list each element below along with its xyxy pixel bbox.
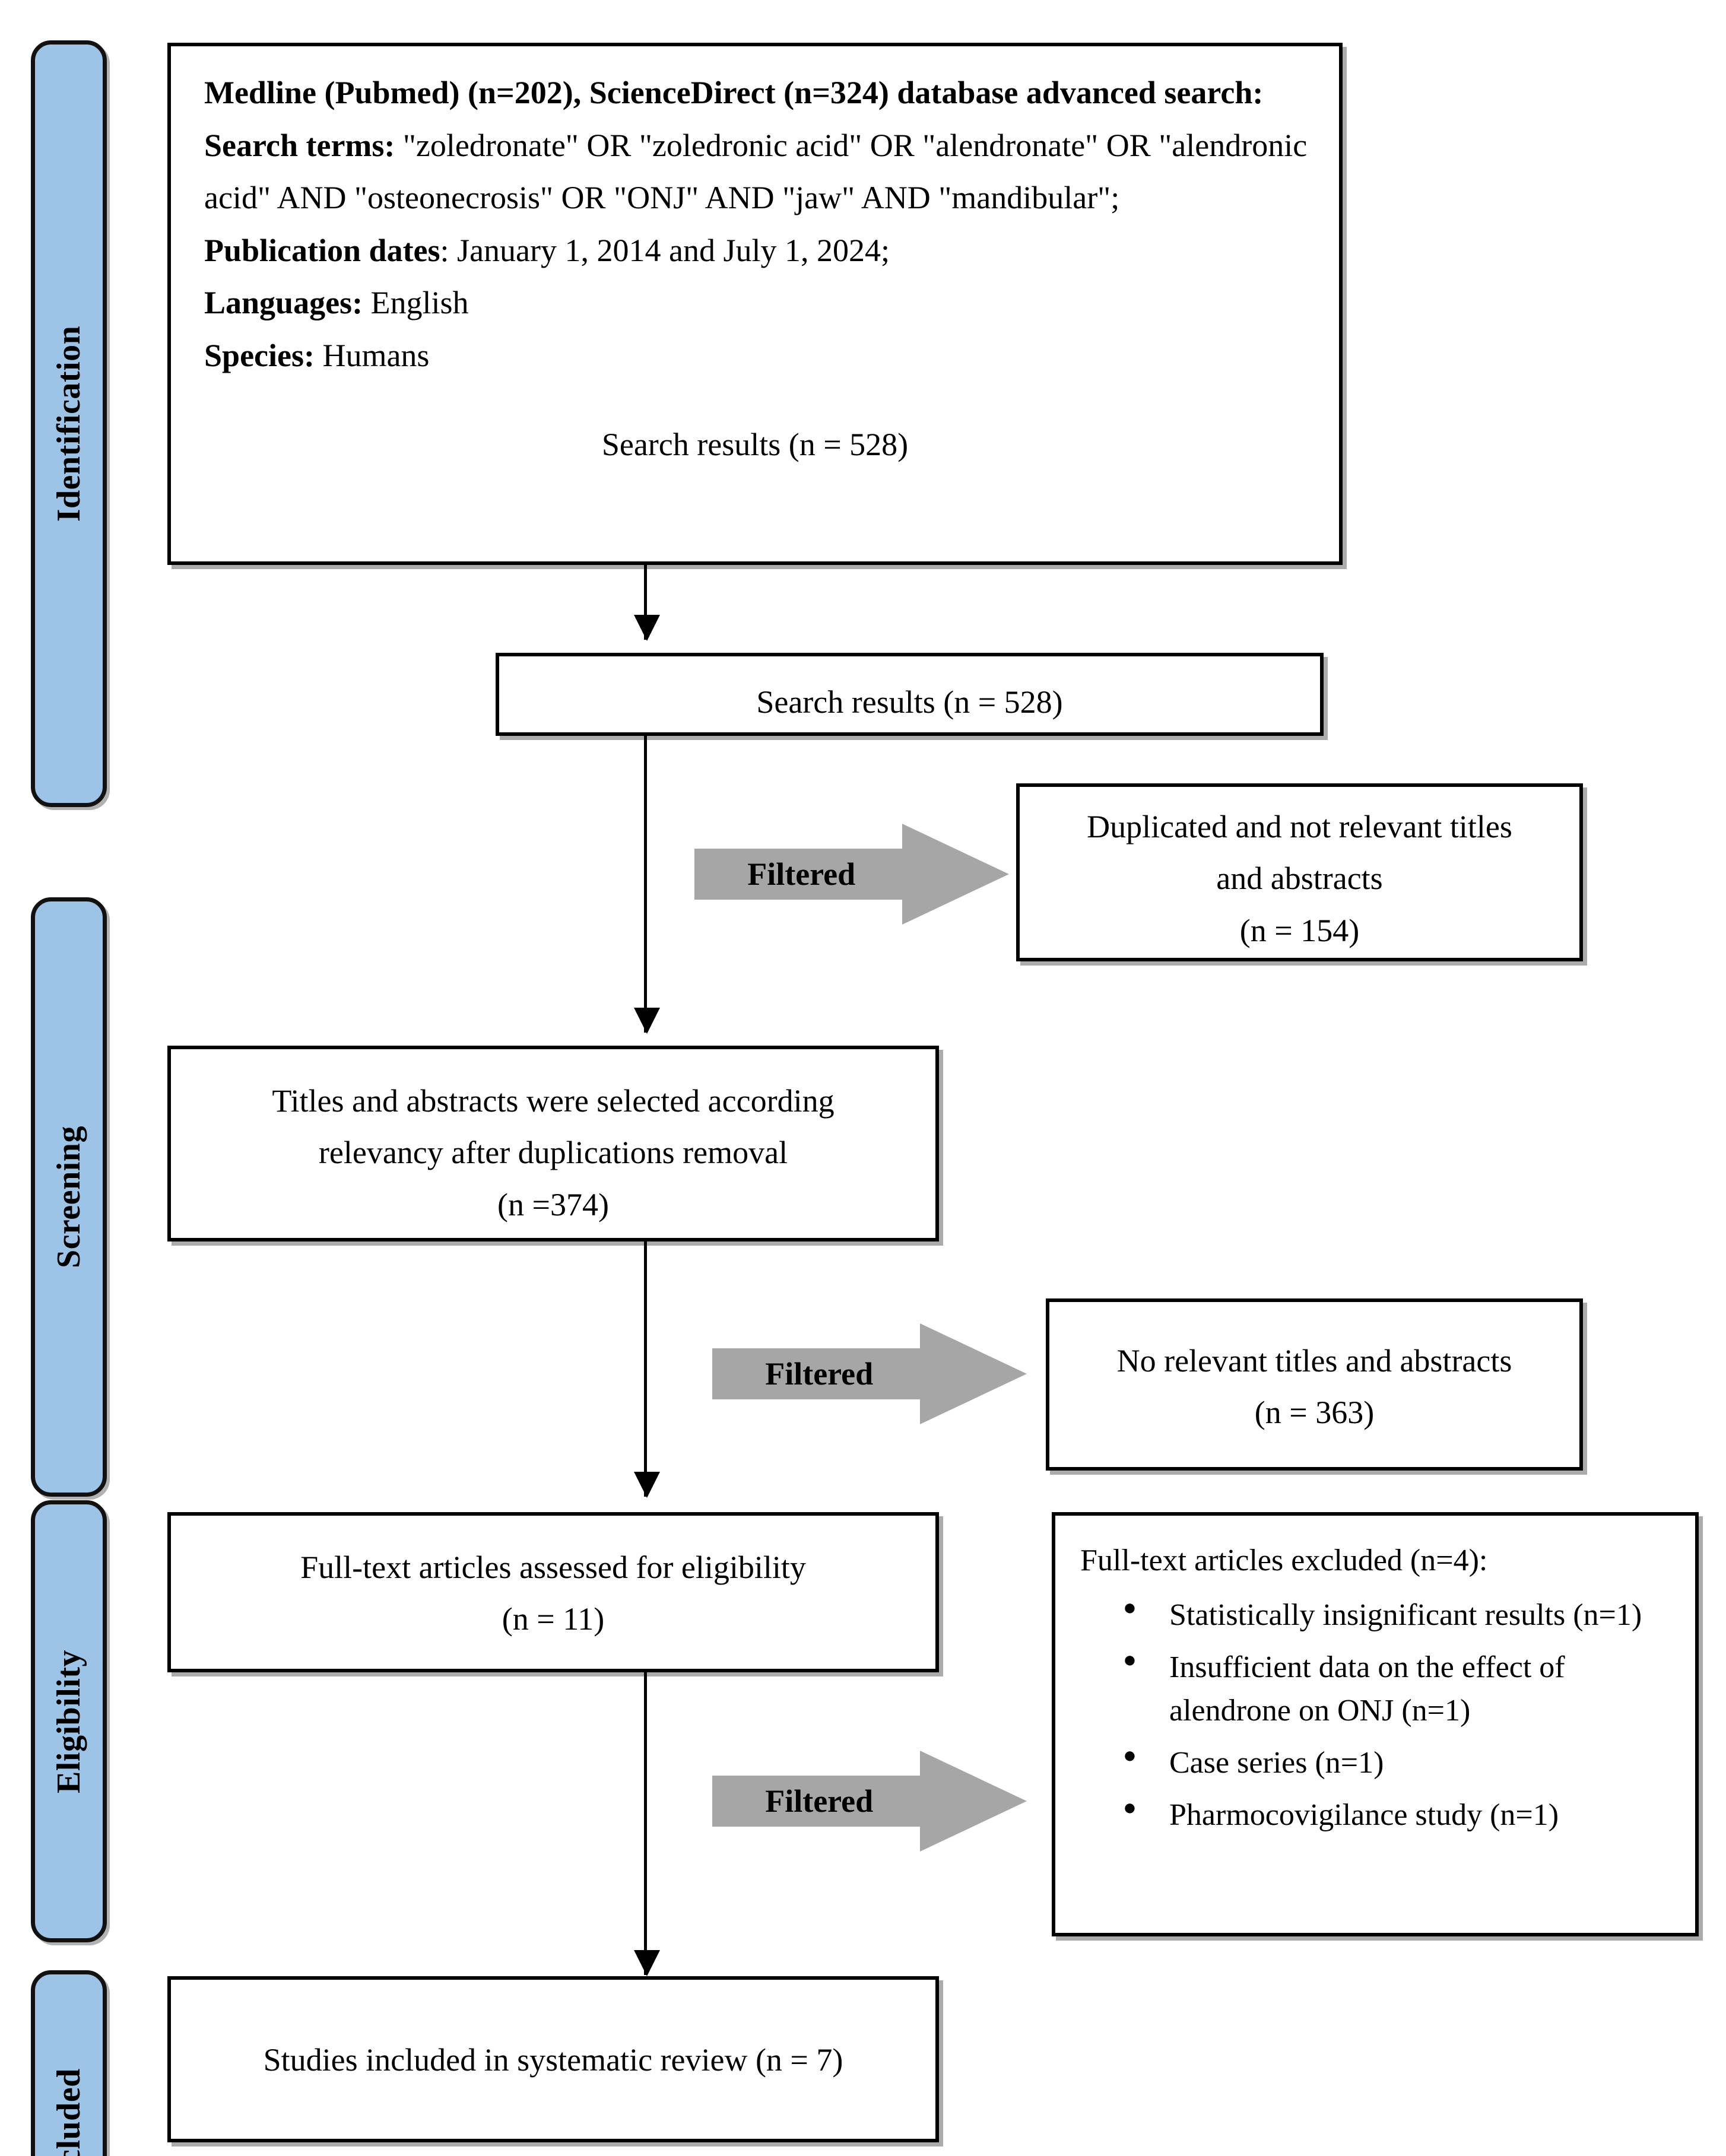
fulltext-excluded-box: Full-text articles excluded (n=4): Stati… — [1052, 1512, 1699, 1936]
titles-screened-box: Titles and abstracts were selected accor… — [167, 1046, 939, 1241]
list-item: Insufficient data on the effect of alend… — [1123, 1644, 1680, 1733]
arrow-identification-to-search-results — [634, 565, 660, 641]
search-results-text: Search results (n = 528) — [756, 684, 1063, 720]
studies-included-text: Studies included in systematic review (n… — [263, 2042, 843, 2078]
titles-screened-line-2: relevancy after duplications removal — [318, 1135, 788, 1171]
stage-label-identification: Identification — [50, 325, 87, 522]
titles-screened-line-3: (n =374) — [497, 1186, 609, 1223]
stage-label-included: Included — [50, 2068, 87, 2156]
duplicates-line-1: Duplicated and not relevant titles — [1087, 809, 1512, 844]
not-relevant-box: No relevant titles and abstracts (n = 36… — [1046, 1298, 1583, 1471]
criteria-line-databases: Medline (Pubmed) (n=202), ScienceDirect … — [204, 75, 1264, 110]
list-item: Case series (n=1) — [1123, 1740, 1680, 1785]
filtered-arrow-label-2: Filtered — [765, 1356, 874, 1392]
identification-criteria-box: Medline (Pubmed) (n=202), ScienceDirect … — [167, 43, 1343, 565]
duplicates-removed-box: Duplicated and not relevant titles and a… — [1016, 783, 1583, 961]
filtered-arrow-label-1: Filtered — [747, 856, 856, 892]
identification-search-results-total: Search results (n = 528) — [601, 427, 909, 462]
block-arrow-icon — [712, 1751, 1027, 1852]
fulltext-assessed-box: Full-text articles assessed for eligibil… — [167, 1512, 939, 1672]
criteria-line-languages: Languages: English — [204, 285, 469, 321]
filtered-arrow-not-relevant: Filtered — [712, 1323, 1027, 1424]
filtered-arrow-label-3: Filtered — [765, 1783, 874, 1819]
duplicates-line-3: (n = 154) — [1239, 912, 1360, 948]
duplicates-line-2: and abstracts — [1216, 861, 1383, 897]
fulltext-assessed-line-1: Full-text articles assessed for eligibil… — [300, 1549, 806, 1585]
stage-bar-identification: Identification — [31, 40, 107, 807]
block-arrow-icon — [712, 1323, 1027, 1424]
arrow-screening-to-eligibility — [634, 1241, 660, 1498]
titles-screened-line-1: Titles and abstracts were selected accor… — [272, 1083, 835, 1119]
block-arrow-icon — [694, 824, 1009, 925]
stage-label-screening: Screening — [50, 1126, 87, 1268]
stage-bar-included: Included — [31, 1970, 107, 2156]
criteria-line-publication-dates: Publication dates: January 1, 2014 and J… — [204, 232, 890, 268]
arrow-search-results-to-screening — [634, 736, 660, 1034]
stage-label-eligibility: Eligibility — [50, 1649, 87, 1793]
studies-included-box: Studies included in systematic review (n… — [167, 1976, 939, 2142]
search-criteria-list: Medline (Pubmed) (n=202), ScienceDirect … — [204, 66, 1315, 382]
fulltext-assessed-line-2: (n = 11) — [502, 1601, 605, 1637]
list-item: Statistically insignificant results (n=1… — [1123, 1592, 1680, 1637]
filtered-arrow-fulltext-excluded: Filtered — [712, 1751, 1027, 1852]
filtered-arrow-duplicates: Filtered — [694, 824, 1009, 925]
criteria-line-species: Species: Humans — [204, 337, 430, 373]
fulltext-excluded-title: Full-text articles excluded (n=4): — [1080, 1544, 1488, 1577]
not-relevant-line-2: (n = 363) — [1254, 1395, 1375, 1431]
arrow-eligibility-to-included — [634, 1672, 660, 1976]
stage-bar-screening: Screening — [31, 897, 107, 1497]
list-item: Pharmocovigilance study (n=1) — [1123, 1792, 1680, 1837]
stage-bar-eligibility: Eligibility — [31, 1500, 107, 1942]
search-results-box: Search results (n = 528) — [496, 653, 1324, 736]
criteria-line-search-terms: Search terms: "zoledronate" OR "zoledron… — [204, 127, 1308, 216]
not-relevant-line-1: No relevant titles and abstracts — [1116, 1343, 1512, 1379]
fulltext-excluded-reason-list: Statistically insignificant results (n=1… — [1080, 1592, 1680, 1837]
